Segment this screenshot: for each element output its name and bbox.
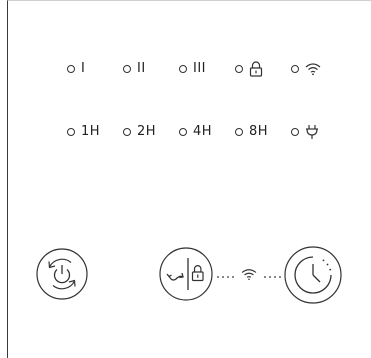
indicator-led [123, 128, 131, 136]
timer-8h-indicator: 8H [235, 122, 268, 142]
indicator-led [67, 65, 75, 73]
indicator-led [179, 128, 187, 136]
control-panel: I II III 1H [7, 0, 371, 358]
timer-button[interactable] [283, 245, 343, 305]
speed-3-label: III [193, 61, 207, 76]
plug-icon [305, 124, 319, 140]
timer-4h-indicator: 4H [179, 122, 212, 142]
indicator-led [123, 65, 131, 73]
timer-1h-label: 1H [81, 124, 101, 139]
wifi-icon [305, 62, 321, 76]
timer-4h-label: 4H [193, 124, 213, 139]
lock-icon [249, 61, 263, 77]
indicator-led [235, 128, 243, 136]
indicator-led [291, 128, 299, 136]
indicator-led [67, 128, 75, 136]
speed-indicator-1: I [67, 59, 85, 79]
mode-lock-button[interactable] [158, 246, 214, 302]
timer-2h-label: 2H [137, 124, 157, 139]
power-cycle-icon [36, 248, 88, 300]
wifi-icon [217, 269, 281, 281]
timer-2h-indicator: 2H [123, 122, 156, 142]
clock-icon [284, 246, 342, 304]
mode-lock-icon [159, 247, 213, 301]
power-plug-indicator [291, 122, 319, 142]
power-button[interactable] [35, 247, 89, 301]
wifi-indicator [291, 59, 321, 79]
indicator-led [291, 65, 299, 73]
speed-indicator-2: II [123, 59, 146, 79]
wifi-link-indicator [214, 264, 284, 284]
speed-2-label: II [137, 61, 146, 76]
indicator-led [235, 65, 243, 73]
indicator-led [179, 65, 187, 73]
timer-1h-indicator: 1H [67, 122, 100, 142]
speed-indicator-3: III [179, 59, 206, 79]
lock-indicator [235, 59, 263, 79]
speed-1-label: I [81, 61, 86, 76]
timer-8h-label: 8H [249, 124, 269, 139]
